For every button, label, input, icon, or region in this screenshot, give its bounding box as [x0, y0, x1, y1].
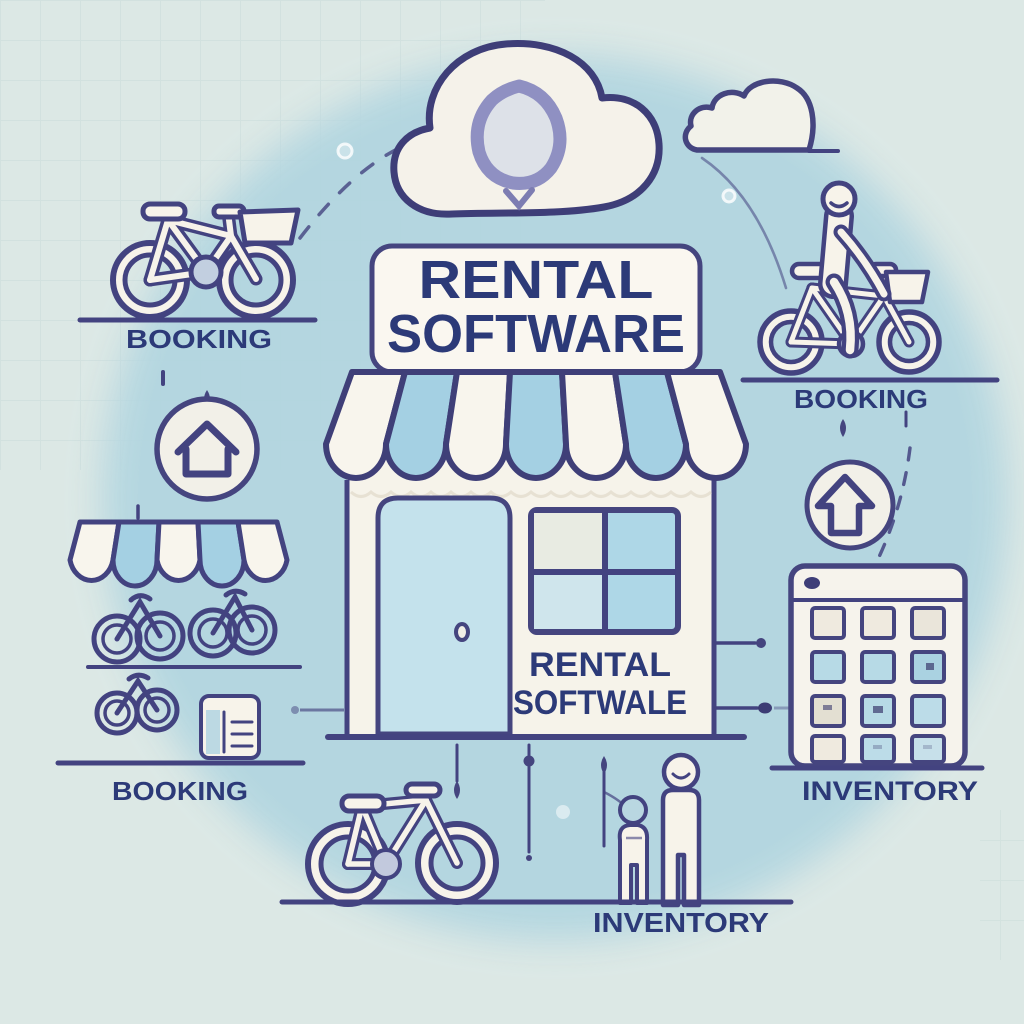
dashed-curve-upload	[877, 446, 912, 559]
pin-blob-icon	[470, 79, 567, 190]
store-sign-line2: SOFTWALE	[513, 684, 687, 722]
rider-head	[820, 180, 858, 218]
awning-icon	[323, 369, 749, 481]
inventory-bottom-label: INVENTORY	[593, 907, 769, 938]
wheel	[876, 309, 942, 375]
chainring	[370, 848, 402, 880]
person-large	[660, 787, 702, 908]
booking-lower-left-label: BOOKING	[112, 776, 248, 806]
calendar-cell-marks	[823, 663, 934, 749]
bicycle-icon	[305, 781, 499, 907]
house-badge	[136, 396, 260, 520]
bike-seat	[339, 793, 387, 814]
small-cloud-icon	[682, 78, 840, 153]
calendar-cell	[910, 606, 946, 640]
bike-basket	[237, 207, 301, 246]
pin-tip	[503, 187, 535, 211]
rider-body	[818, 180, 892, 359]
mini-awning-icon	[67, 519, 290, 589]
calendar-cell	[810, 650, 846, 684]
cloud-icon	[390, 40, 663, 218]
dot-marker	[758, 702, 772, 714]
inventory-calendar: INVENTORY	[769, 563, 985, 806]
inventory-right-label: INVENTORY	[802, 776, 978, 806]
store-connectors	[291, 638, 790, 861]
badge-circle	[154, 396, 260, 502]
awning-shadow	[349, 489, 713, 498]
customers-icon	[617, 752, 702, 908]
sign-line2: SOFTWARE	[387, 304, 685, 364]
curve-right	[700, 156, 788, 290]
smile	[671, 772, 691, 780]
booking-left-label: BOOKING	[126, 324, 272, 354]
window-icon	[528, 507, 681, 635]
grid-texture-corner	[980, 810, 1024, 960]
rental-card-icon	[199, 694, 261, 760]
booking-left-station: BOOKING	[77, 201, 318, 408]
person-small-head	[618, 795, 648, 825]
dot-marker	[526, 855, 532, 861]
sign-line1: RENTAL	[419, 250, 654, 310]
smile	[829, 201, 849, 209]
calendar-cell	[860, 734, 896, 764]
bubble-icon	[721, 188, 737, 204]
calendar-header-dot	[804, 577, 820, 589]
store-sign-line1: RENTAL	[529, 646, 671, 684]
mini-rental-shop: BOOKING	[55, 519, 306, 806]
cyclist-icon	[757, 180, 942, 376]
drop-marker	[454, 781, 460, 799]
window-pane	[534, 513, 602, 569]
calendar-cell	[810, 694, 846, 728]
drop-marker	[840, 419, 846, 437]
dot-marker	[523, 755, 535, 767]
calendar-cell	[810, 606, 846, 640]
calendar-cell	[910, 734, 946, 764]
window-cross	[533, 512, 676, 630]
booking-right-station: BOOKING	[740, 180, 1000, 437]
house-icon	[174, 420, 240, 478]
dot-marker	[756, 638, 766, 648]
mini-bike-icon	[91, 593, 186, 665]
calendar-cell	[810, 734, 846, 764]
upload-badge	[804, 459, 896, 551]
chainring	[188, 254, 224, 290]
mini-bike-icon	[187, 588, 278, 659]
calendar-cell	[860, 650, 896, 684]
mini-bike-icon	[94, 672, 180, 736]
bubble-icon	[336, 142, 354, 160]
window-pane	[534, 575, 602, 629]
door-icon	[375, 495, 513, 737]
upload-arrow-icon	[814, 473, 876, 537]
dot-marker	[291, 706, 299, 714]
storefront-icon: RENTAL SOFTWALE	[323, 369, 749, 740]
facade-edges	[344, 480, 717, 737]
signboard: RENTAL SOFTWARE	[369, 243, 703, 375]
bike-seat	[140, 201, 188, 222]
booking-right-label: BOOKING	[794, 384, 928, 414]
calendar-cells	[810, 606, 946, 764]
drop-marker	[601, 756, 607, 774]
calendar-cell	[860, 606, 896, 640]
door-knob	[454, 622, 470, 642]
bubble-icon	[556, 805, 570, 819]
handlebar	[403, 781, 443, 799]
bike-basket	[883, 269, 931, 305]
inventory-bottom-station: INVENTORY	[279, 752, 794, 938]
person-large-head	[661, 752, 701, 792]
calendar-cell	[910, 694, 946, 728]
bicycle-icon	[110, 201, 301, 320]
